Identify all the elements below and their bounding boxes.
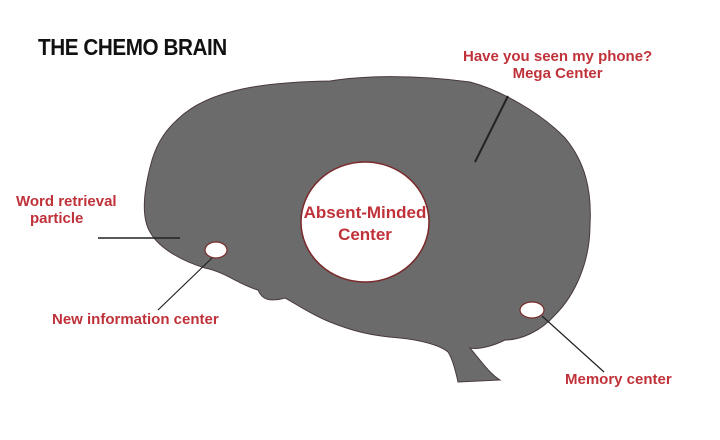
word-label-line1: Word retrieval xyxy=(16,193,117,210)
word-label-line2: particle xyxy=(30,210,84,227)
phone-mega-center-label: Have you seen my phone? Mega Center xyxy=(463,48,652,82)
new-information-spot xyxy=(204,241,228,259)
phone-leader-line xyxy=(474,95,509,163)
phone-label-line1: Have you seen my phone? xyxy=(463,48,653,65)
word-retrieval-label: Word retrieval particle xyxy=(16,193,117,227)
absent-label-line2: Center xyxy=(338,225,392,244)
absent-label-line1: Absent-Minded xyxy=(303,203,427,222)
memory-spot xyxy=(519,301,545,319)
absent-minded-oval xyxy=(300,161,430,283)
new-information-leader-line xyxy=(157,257,213,311)
memory-center-label: Memory center xyxy=(565,371,672,388)
absent-minded-center-label: Absent-Minded Center xyxy=(300,202,430,246)
memory-leader-line xyxy=(541,315,605,373)
new-information-label: New information center xyxy=(52,311,219,328)
diagram-title: THE CHEMO BRAIN xyxy=(38,34,227,60)
phone-label-line2: Mega Center xyxy=(512,65,603,82)
